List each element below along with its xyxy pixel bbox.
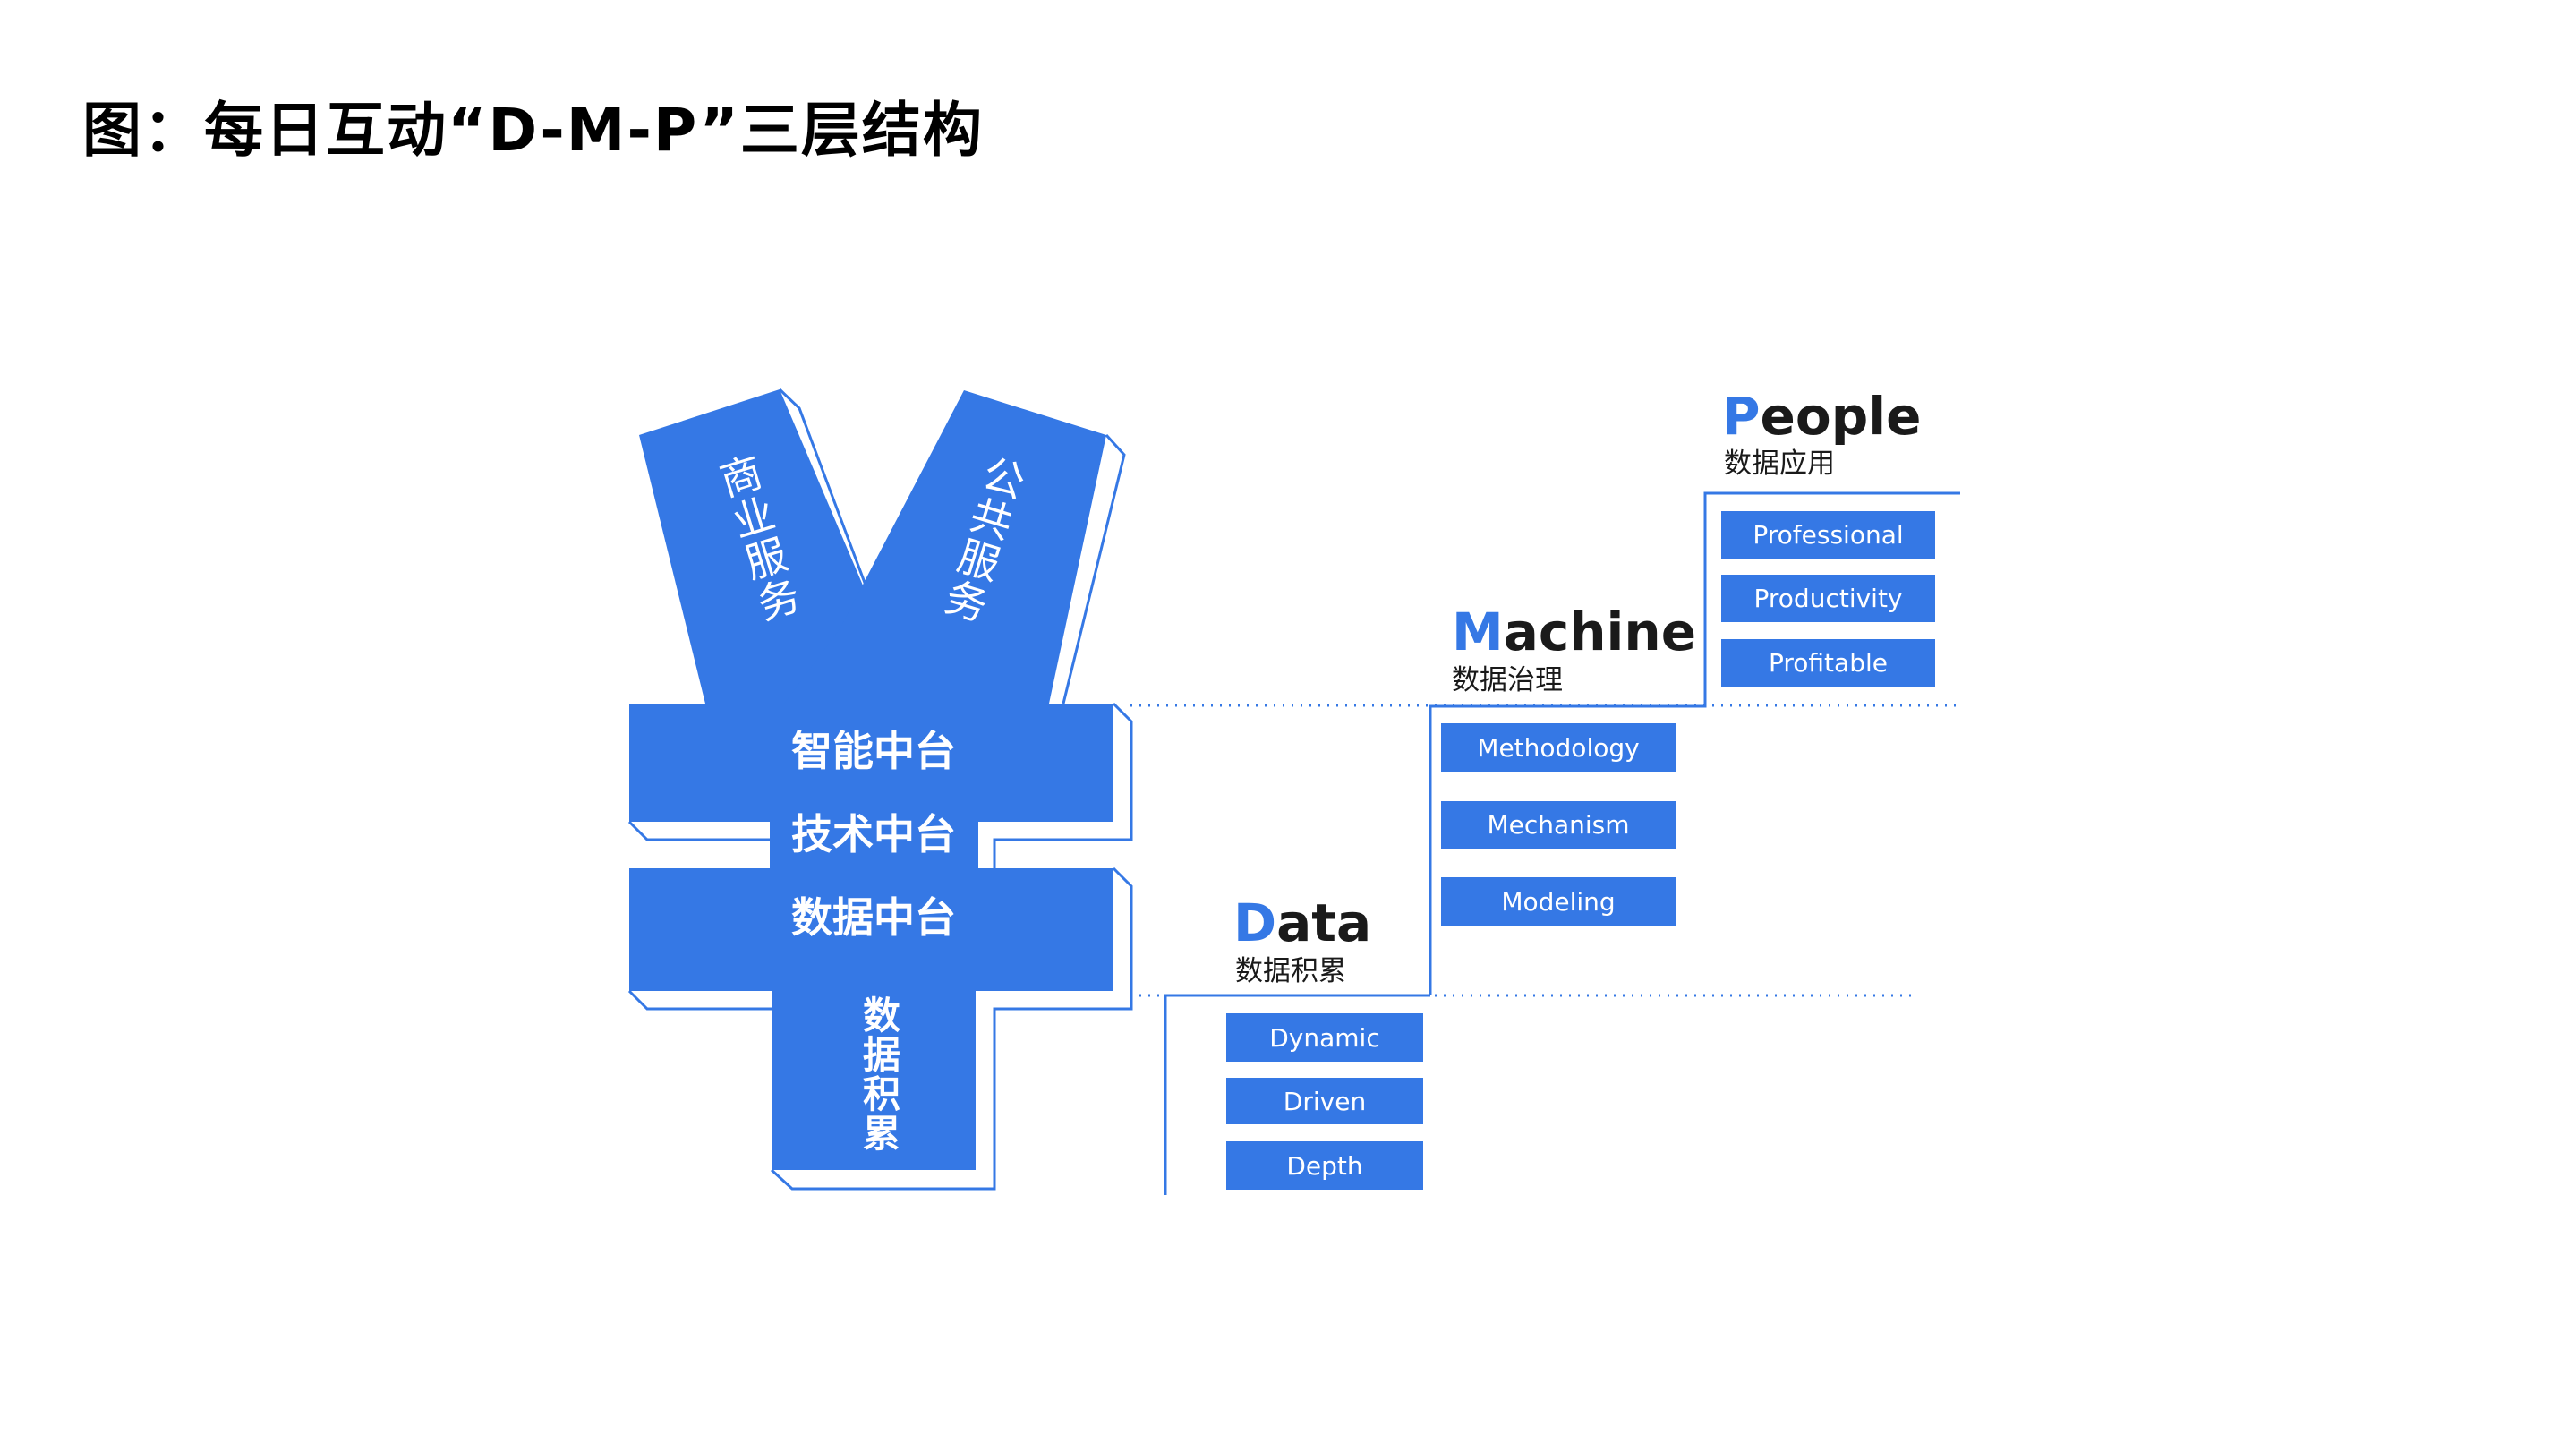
stair-data [1164, 994, 1430, 1195]
layer-machine-subtitle: 数据治理 [1452, 664, 1563, 696]
yen-bar-bottom [629, 868, 1113, 991]
layer-data-item: Dynamic [1226, 1013, 1423, 1062]
layer-data-item: Depth [1226, 1141, 1423, 1190]
heading-rest: achine [1503, 602, 1697, 662]
yen-bar-top [629, 704, 1113, 822]
heading-rest: eople [1760, 386, 1922, 447]
layer-people-item: Profitable [1721, 639, 1935, 687]
yen-right-arm [784, 390, 1106, 704]
heading-initial: P [1722, 386, 1761, 447]
layer-people-subtitle: 数据应用 [1724, 448, 1835, 480]
layer-machine-item: Mechanism [1441, 801, 1676, 849]
layer-people-item: Productivity [1721, 575, 1935, 622]
figure-title: 图：每日互动“D-M-P”三层结构 [82, 96, 984, 165]
layer-machine-item: Modeling [1441, 877, 1676, 926]
yen-stem-mid [770, 822, 978, 868]
stem-label: 数据积累 [857, 995, 901, 1153]
yen-shape [629, 389, 1113, 1170]
stair-machine [1429, 491, 1960, 995]
yen-shadow [627, 388, 1133, 1191]
heading-initial: M [1452, 602, 1504, 662]
layer-data-heading: Data [1233, 897, 1371, 949]
bar-label-1: 智能中台 [791, 727, 956, 775]
layer-machine-item: Methodology [1441, 723, 1676, 772]
layer-people-heading: People [1722, 390, 1921, 442]
bar-label-3: 数据中台 [791, 893, 956, 942]
heading-rest: ata [1276, 892, 1372, 953]
layer-data-item: Driven [1226, 1078, 1423, 1124]
yen-left-arm [639, 389, 895, 704]
layer-data-subtitle: 数据积累 [1235, 955, 1346, 987]
bar-label-2: 技术中台 [791, 810, 956, 858]
heading-initial: D [1233, 892, 1277, 953]
layer-machine-heading: Machine [1452, 606, 1696, 658]
layer-people-item: Professional [1721, 511, 1935, 559]
yen-stem [772, 991, 976, 1170]
